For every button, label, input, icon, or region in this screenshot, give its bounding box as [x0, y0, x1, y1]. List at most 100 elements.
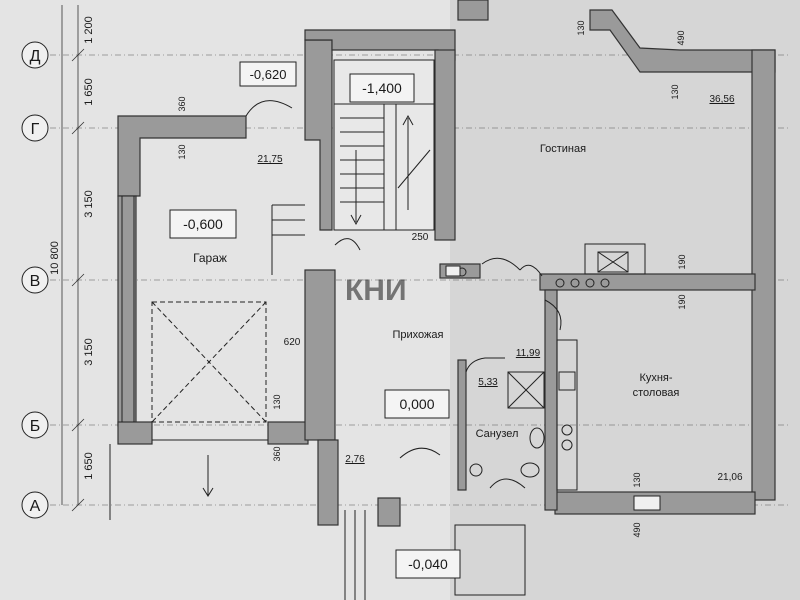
area-vestibule: 2,76: [345, 454, 365, 465]
wall-top-stub: [457, 0, 489, 21]
stair-arrowhead: [350, 214, 362, 226]
shower: [507, 371, 545, 409]
dim-label: 130: [272, 394, 282, 409]
dim-text: 3 150: [83, 338, 95, 366]
area-bath: 5,33: [478, 377, 498, 388]
level-box-porch-top: [239, 61, 297, 87]
axis-label: Г: [31, 121, 40, 138]
column: [570, 278, 580, 288]
dim-text-total: 10 800: [49, 241, 61, 275]
level-box-entrance: [395, 549, 461, 579]
dim-label: 130: [177, 144, 187, 159]
dim-label: 360: [177, 96, 187, 111]
dim-label: 250: [412, 232, 429, 243]
level-box-garage: [169, 209, 237, 239]
kitchen-counter: [556, 339, 578, 491]
area-kitchen: 21,06: [717, 472, 742, 483]
level-stairs: -1,400: [362, 80, 402, 96]
dim-label: 490: [676, 30, 686, 45]
dim-text: 3 150: [83, 190, 95, 218]
dim-label: 130: [632, 472, 642, 487]
window-small: [445, 265, 461, 277]
area-garage: 21,75: [257, 154, 282, 165]
axis-marker-g: Г: [21, 114, 49, 142]
door-swing: [519, 264, 543, 277]
dim-label: 490: [632, 522, 642, 537]
window-kitchen: [633, 495, 661, 511]
column: [555, 278, 565, 288]
wall-bath-left: [457, 359, 467, 491]
stair-arrowhead: [402, 114, 414, 126]
garage-pit-cross: [151, 301, 267, 423]
door-swing: [481, 257, 521, 271]
washbasin: [529, 427, 545, 449]
fireplace-line: [597, 251, 629, 273]
wall-garage-bottom-left: [117, 421, 153, 445]
door-swing: [245, 100, 293, 117]
room-label-kitchen-line1: Кухня-: [639, 372, 672, 384]
wall-garage-left: [117, 195, 137, 427]
wall-entrance-right: [377, 497, 401, 527]
axis-label: В: [30, 273, 41, 290]
watermark: КНИ: [345, 274, 407, 307]
room-label-bath: Санузел: [476, 428, 519, 440]
area-living: 36,56: [709, 94, 734, 105]
tick: [71, 498, 85, 512]
axis-marker-a: А: [21, 491, 49, 519]
kitchen-sink: [558, 371, 576, 391]
axis-marker-b: Б: [21, 411, 49, 439]
room-label-garage: Гараж: [193, 251, 227, 265]
area-hall: 11,99: [516, 348, 541, 359]
dim-label: 360: [272, 446, 282, 461]
stove-burner: [561, 424, 573, 436]
room-label-living: Гостиная: [540, 143, 586, 155]
level-box-hall: [384, 389, 450, 419]
bath-curve: [465, 357, 505, 373]
door-swing: [334, 238, 361, 251]
fireplace: [584, 243, 646, 275]
wall-stair-right: [434, 49, 456, 241]
column: [600, 278, 610, 288]
wall-living-kitchen: [539, 273, 756, 291]
level-box-stairs: [349, 73, 415, 103]
axis-label: Б: [30, 418, 41, 435]
axis-marker-d: Д: [21, 41, 49, 69]
fireplace-inner: [597, 251, 629, 273]
wall-hall-left: [304, 269, 336, 441]
axis-label: Д: [30, 48, 41, 65]
shower-line: [507, 371, 545, 409]
tick: [71, 121, 85, 135]
level-hall: 0,000: [399, 396, 434, 412]
tick: [71, 273, 85, 287]
stove-burner: [561, 439, 573, 451]
axis-label: А: [30, 498, 41, 515]
door-swing: [399, 447, 441, 459]
wall-garage-bottom-right: [267, 421, 309, 445]
axis-marker-v: В: [21, 266, 49, 294]
dim-text: 1 650: [83, 78, 95, 106]
wall-entrance-left: [317, 439, 339, 526]
dim-label: 190: [677, 294, 687, 309]
level-porch-top: -0,620: [250, 67, 287, 82]
door-swing: [544, 299, 562, 331]
tick: [71, 418, 85, 432]
door-swing: [489, 478, 526, 489]
column: [585, 278, 595, 288]
tick: [71, 48, 85, 62]
level-garage: -0,600: [183, 216, 223, 232]
toilet: [520, 462, 540, 478]
stair-break-line: [397, 149, 431, 189]
garage-pit: [151, 301, 267, 423]
dim-text: 1 650: [83, 452, 95, 480]
level-entrance: -0,040: [408, 556, 448, 572]
room-label-hall: Прихожая: [393, 329, 444, 341]
dim-text: 1 200: [83, 16, 95, 44]
room-label-kitchen-line2: столовая: [633, 387, 680, 399]
driveway-arrowhead: [202, 487, 214, 497]
dim-label: 190: [677, 254, 687, 269]
dim-label: 130: [576, 20, 586, 35]
wall-bath-right: [544, 289, 558, 511]
dim-label: 620: [284, 337, 301, 348]
boiler: [469, 463, 483, 477]
